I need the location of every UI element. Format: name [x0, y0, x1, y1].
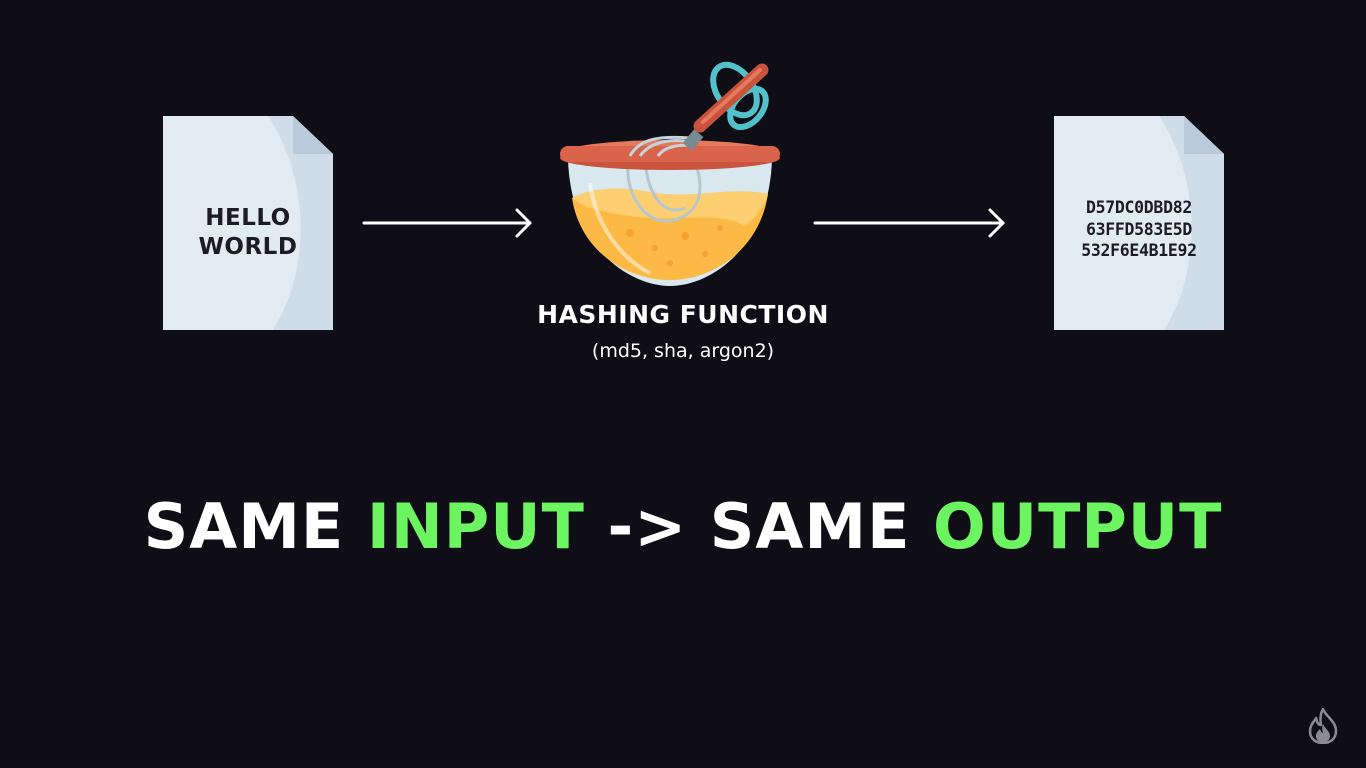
headline-output: OUTPUT [933, 490, 1223, 563]
headline-same-1: SAME [143, 490, 367, 563]
arrow-right-icon [362, 208, 532, 238]
arrow-right-icon [813, 208, 1005, 238]
input-text: HELLO WORLD [198, 205, 298, 260]
output-hash-text: D57DC0DBD82 63FFD583E5D 532F6E4B1E92 [1081, 198, 1197, 260]
hashing-function-title: HASHING FUNCTION [537, 300, 829, 329]
flame-logo-icon [1308, 708, 1338, 744]
output-document: D57DC0DBD82 63FFD583E5D 532F6E4B1E92 [1054, 116, 1224, 330]
document-icon [1054, 116, 1224, 330]
mixing-bowl-whisk-icon [560, 61, 780, 286]
input-document: HELLO WORLD [163, 116, 333, 330]
hashing-function-subtitle: (md5, sha, argon2) [591, 340, 775, 362]
headline-input: INPUT [366, 490, 585, 563]
headline-arrow-same: -> SAME [584, 490, 934, 563]
document-icon [163, 116, 333, 330]
headline: SAME INPUT -> SAME OUTPUT [0, 490, 1366, 563]
